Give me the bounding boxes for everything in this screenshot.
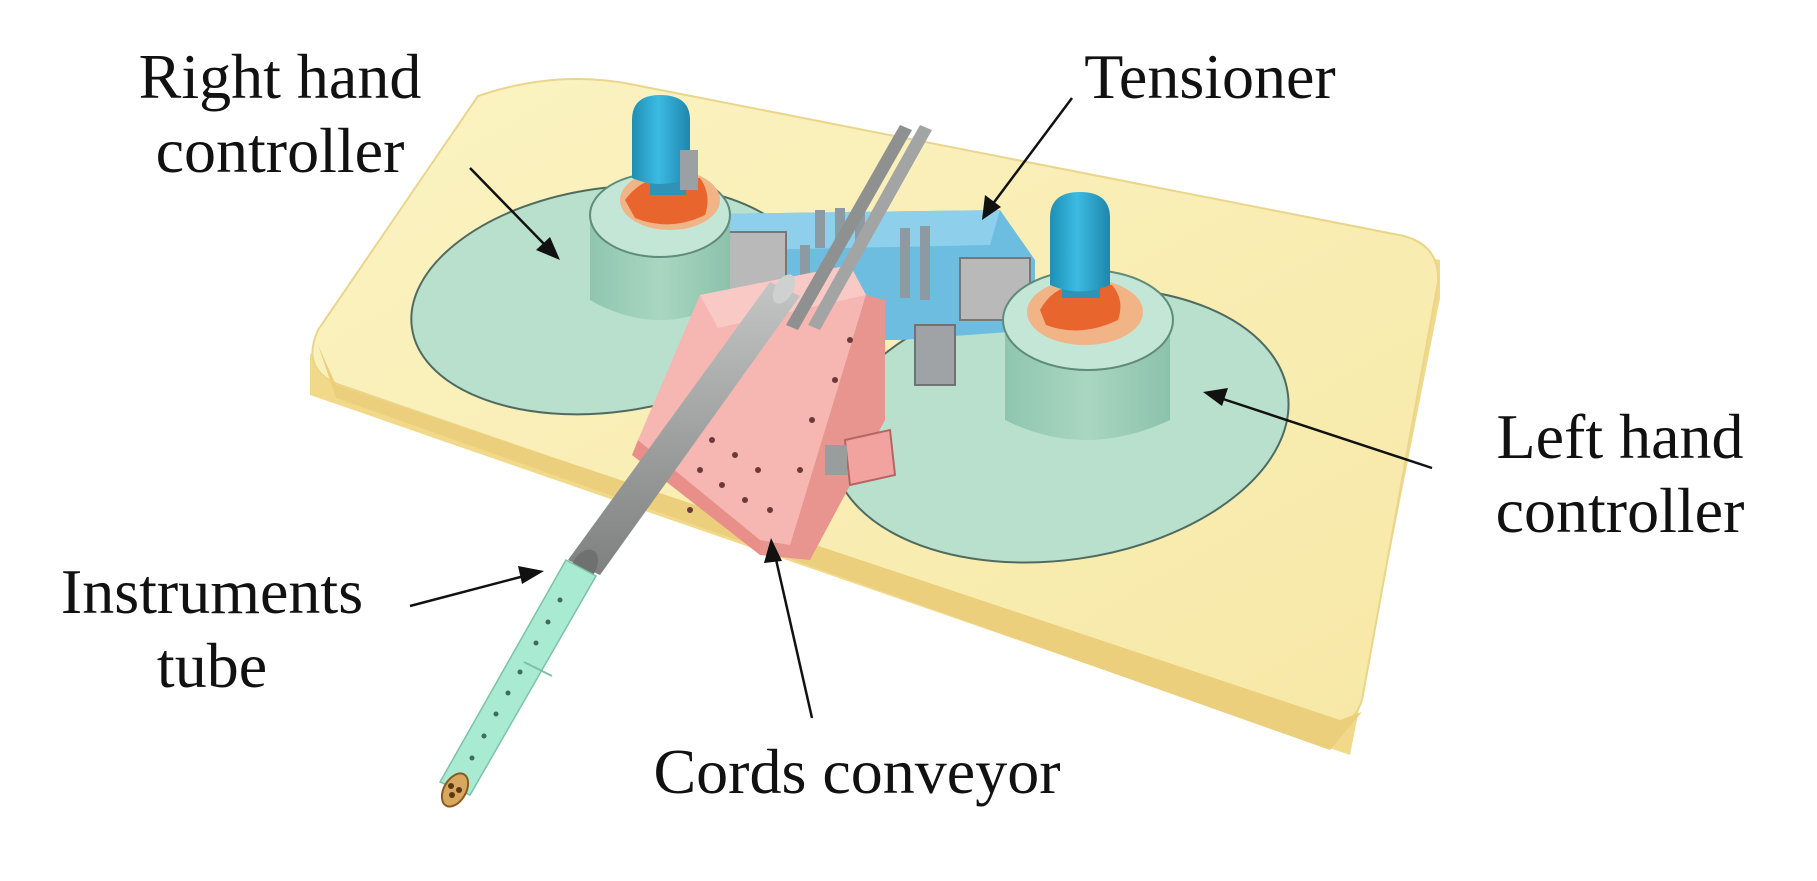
arrowhead-left-hand: [1203, 388, 1228, 406]
gray-sheath: [568, 125, 932, 585]
arrowhead-cords: [764, 538, 782, 563]
right-hand-controller: [589, 95, 731, 320]
arrow-instruments: [409, 573, 529, 608]
label-instruments-tube: Instruments tube: [22, 555, 402, 703]
arrowhead-tensioner: [982, 195, 1001, 220]
label-right-hand-controller: Right hand controller: [100, 40, 460, 188]
label-left-hand-line2: controller: [1495, 475, 1745, 546]
callout-arrows: [409, 97, 1433, 719]
arrow-tensioner: [990, 97, 1074, 206]
label-cords-conveyor: Cords conveyor: [653, 736, 1061, 807]
label-left-hand-line1: Left hand: [1496, 401, 1744, 472]
label-right-hand-line1: Right hand: [138, 41, 422, 112]
arrow-cords: [773, 554, 814, 719]
left-hand-controller: [1002, 192, 1174, 440]
arrow-right-hand: [469, 167, 546, 246]
label-left-hand-controller: Left hand controller: [1460, 400, 1780, 548]
arrow-left-hand: [1219, 396, 1433, 470]
arrowhead-right-hand: [536, 237, 560, 260]
label-instruments-line2: tube: [156, 630, 268, 701]
label-tensioner: Tensioner: [1084, 41, 1336, 112]
label-instruments-line1: Instruments: [60, 556, 364, 627]
instruments-tube: [438, 558, 598, 808]
label-right-hand-line2: controller: [155, 115, 405, 186]
arrowhead-instruments: [518, 566, 544, 584]
